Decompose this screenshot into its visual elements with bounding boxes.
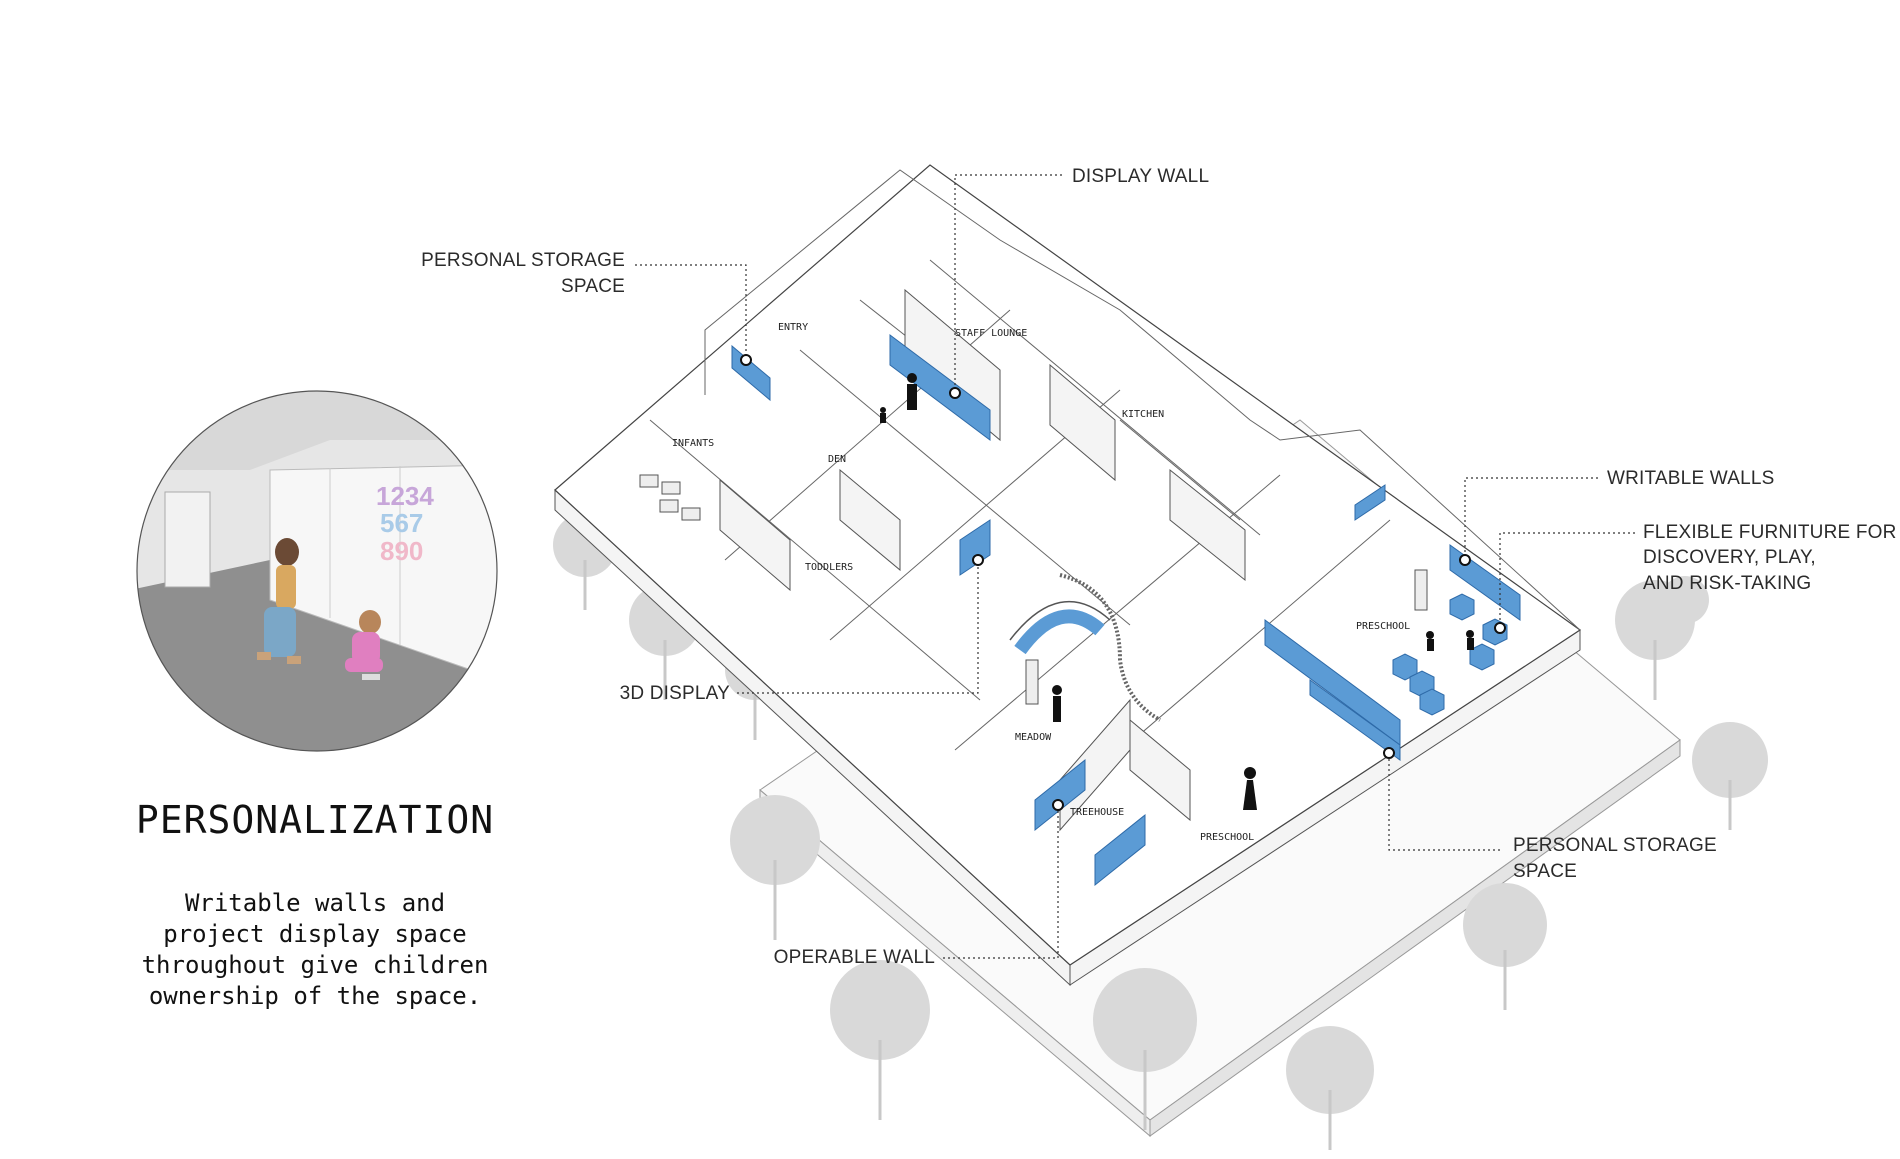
- room-label-staff-lounge: STAFF LOUNGE: [955, 328, 1027, 339]
- room-label-infants: INFANTS: [672, 438, 714, 449]
- callout-personal-storage-bottom-2: SPACE: [1513, 861, 1577, 882]
- room-label-den: DEN: [828, 454, 846, 465]
- room-label-entry: ENTRY: [778, 322, 808, 333]
- person-icon: [880, 407, 886, 423]
- callout-personal-storage-top: PERSONAL STORAGE: [421, 250, 625, 271]
- tree-icon: [1692, 722, 1768, 830]
- room-label-preschool-right: PRESCHOOL: [1356, 621, 1410, 632]
- room-label-preschool-bottom: PRESCHOOL: [1200, 832, 1254, 843]
- tree-icon: [1093, 968, 1197, 1130]
- room-label-meadow: MEADOW: [1015, 732, 1052, 743]
- person-icon: [1052, 685, 1062, 722]
- wall-numbers: 890: [380, 536, 423, 566]
- section-title: PERSONALIZATION: [135, 798, 495, 842]
- callout-personal-storage-bottom: PERSONAL STORAGE: [1513, 835, 1717, 856]
- callout-marker: [1494, 622, 1506, 634]
- section-description: Writable walls and project display space…: [141, 889, 489, 1010]
- person-icon: [1426, 631, 1434, 651]
- callout-display-wall: DISPLAY WALL: [1072, 166, 1209, 187]
- person-icon: [907, 373, 917, 410]
- room-label-treehouse: TREEHOUSE: [1070, 807, 1124, 818]
- person-icon: [1466, 630, 1474, 650]
- callout-personal-storage-top-2: SPACE: [561, 276, 625, 297]
- person-icon: [1243, 767, 1257, 810]
- callout-labels: DISPLAY WALL PERSONAL STORAGE SPACE WRIT…: [421, 166, 1896, 968]
- site-trees: [553, 513, 1768, 1150]
- callout-leaders: [635, 174, 1635, 959]
- building: [554, 164, 1582, 987]
- callout-3d-display: 3D DISPLAY: [620, 683, 731, 704]
- child-crouching-figure: [345, 610, 383, 680]
- room-labels: ENTRY STAFF LOUNGE KITCHEN INFANTS DEN T…: [672, 322, 1410, 843]
- callout-marker: [740, 354, 752, 366]
- tree-icon: [1286, 1026, 1374, 1150]
- callout-flexible-furniture-2: DISCOVERY, PLAY,: [1643, 547, 1816, 568]
- room-label-toddlers: TODDLERS: [805, 562, 853, 573]
- callout-operable-wall: OPERABLE WALL: [774, 947, 935, 968]
- callout-marker: [1459, 554, 1471, 566]
- inset-frame: [136, 390, 498, 752]
- callout-flexible-furniture: FLEXIBLE FURNITURE FOR: [1643, 522, 1897, 543]
- people-figures: [880, 373, 1474, 810]
- tree-icon: [1661, 576, 1709, 624]
- tree-icon: [830, 960, 930, 1120]
- room-label-kitchen: KITCHEN: [1122, 409, 1164, 420]
- child-standing-figure: [257, 538, 301, 664]
- highlighted-walls: [731, 334, 1521, 887]
- tree-icon: [1463, 883, 1547, 1010]
- inset-illustration: 1234 567 890: [137, 391, 497, 751]
- tree-icon: [730, 795, 820, 940]
- callout-marker: [1052, 799, 1064, 811]
- callout-marker: [949, 387, 961, 399]
- wall-numbers: 1234: [376, 481, 434, 511]
- callout-writable-walls: WRITABLE WALLS: [1607, 468, 1775, 489]
- callout-flexible-furniture-3: AND RISK-TAKING: [1643, 573, 1811, 594]
- wall-numbers: 567: [380, 508, 423, 538]
- callout-marker: [1383, 747, 1395, 759]
- callout-marker: [972, 554, 984, 566]
